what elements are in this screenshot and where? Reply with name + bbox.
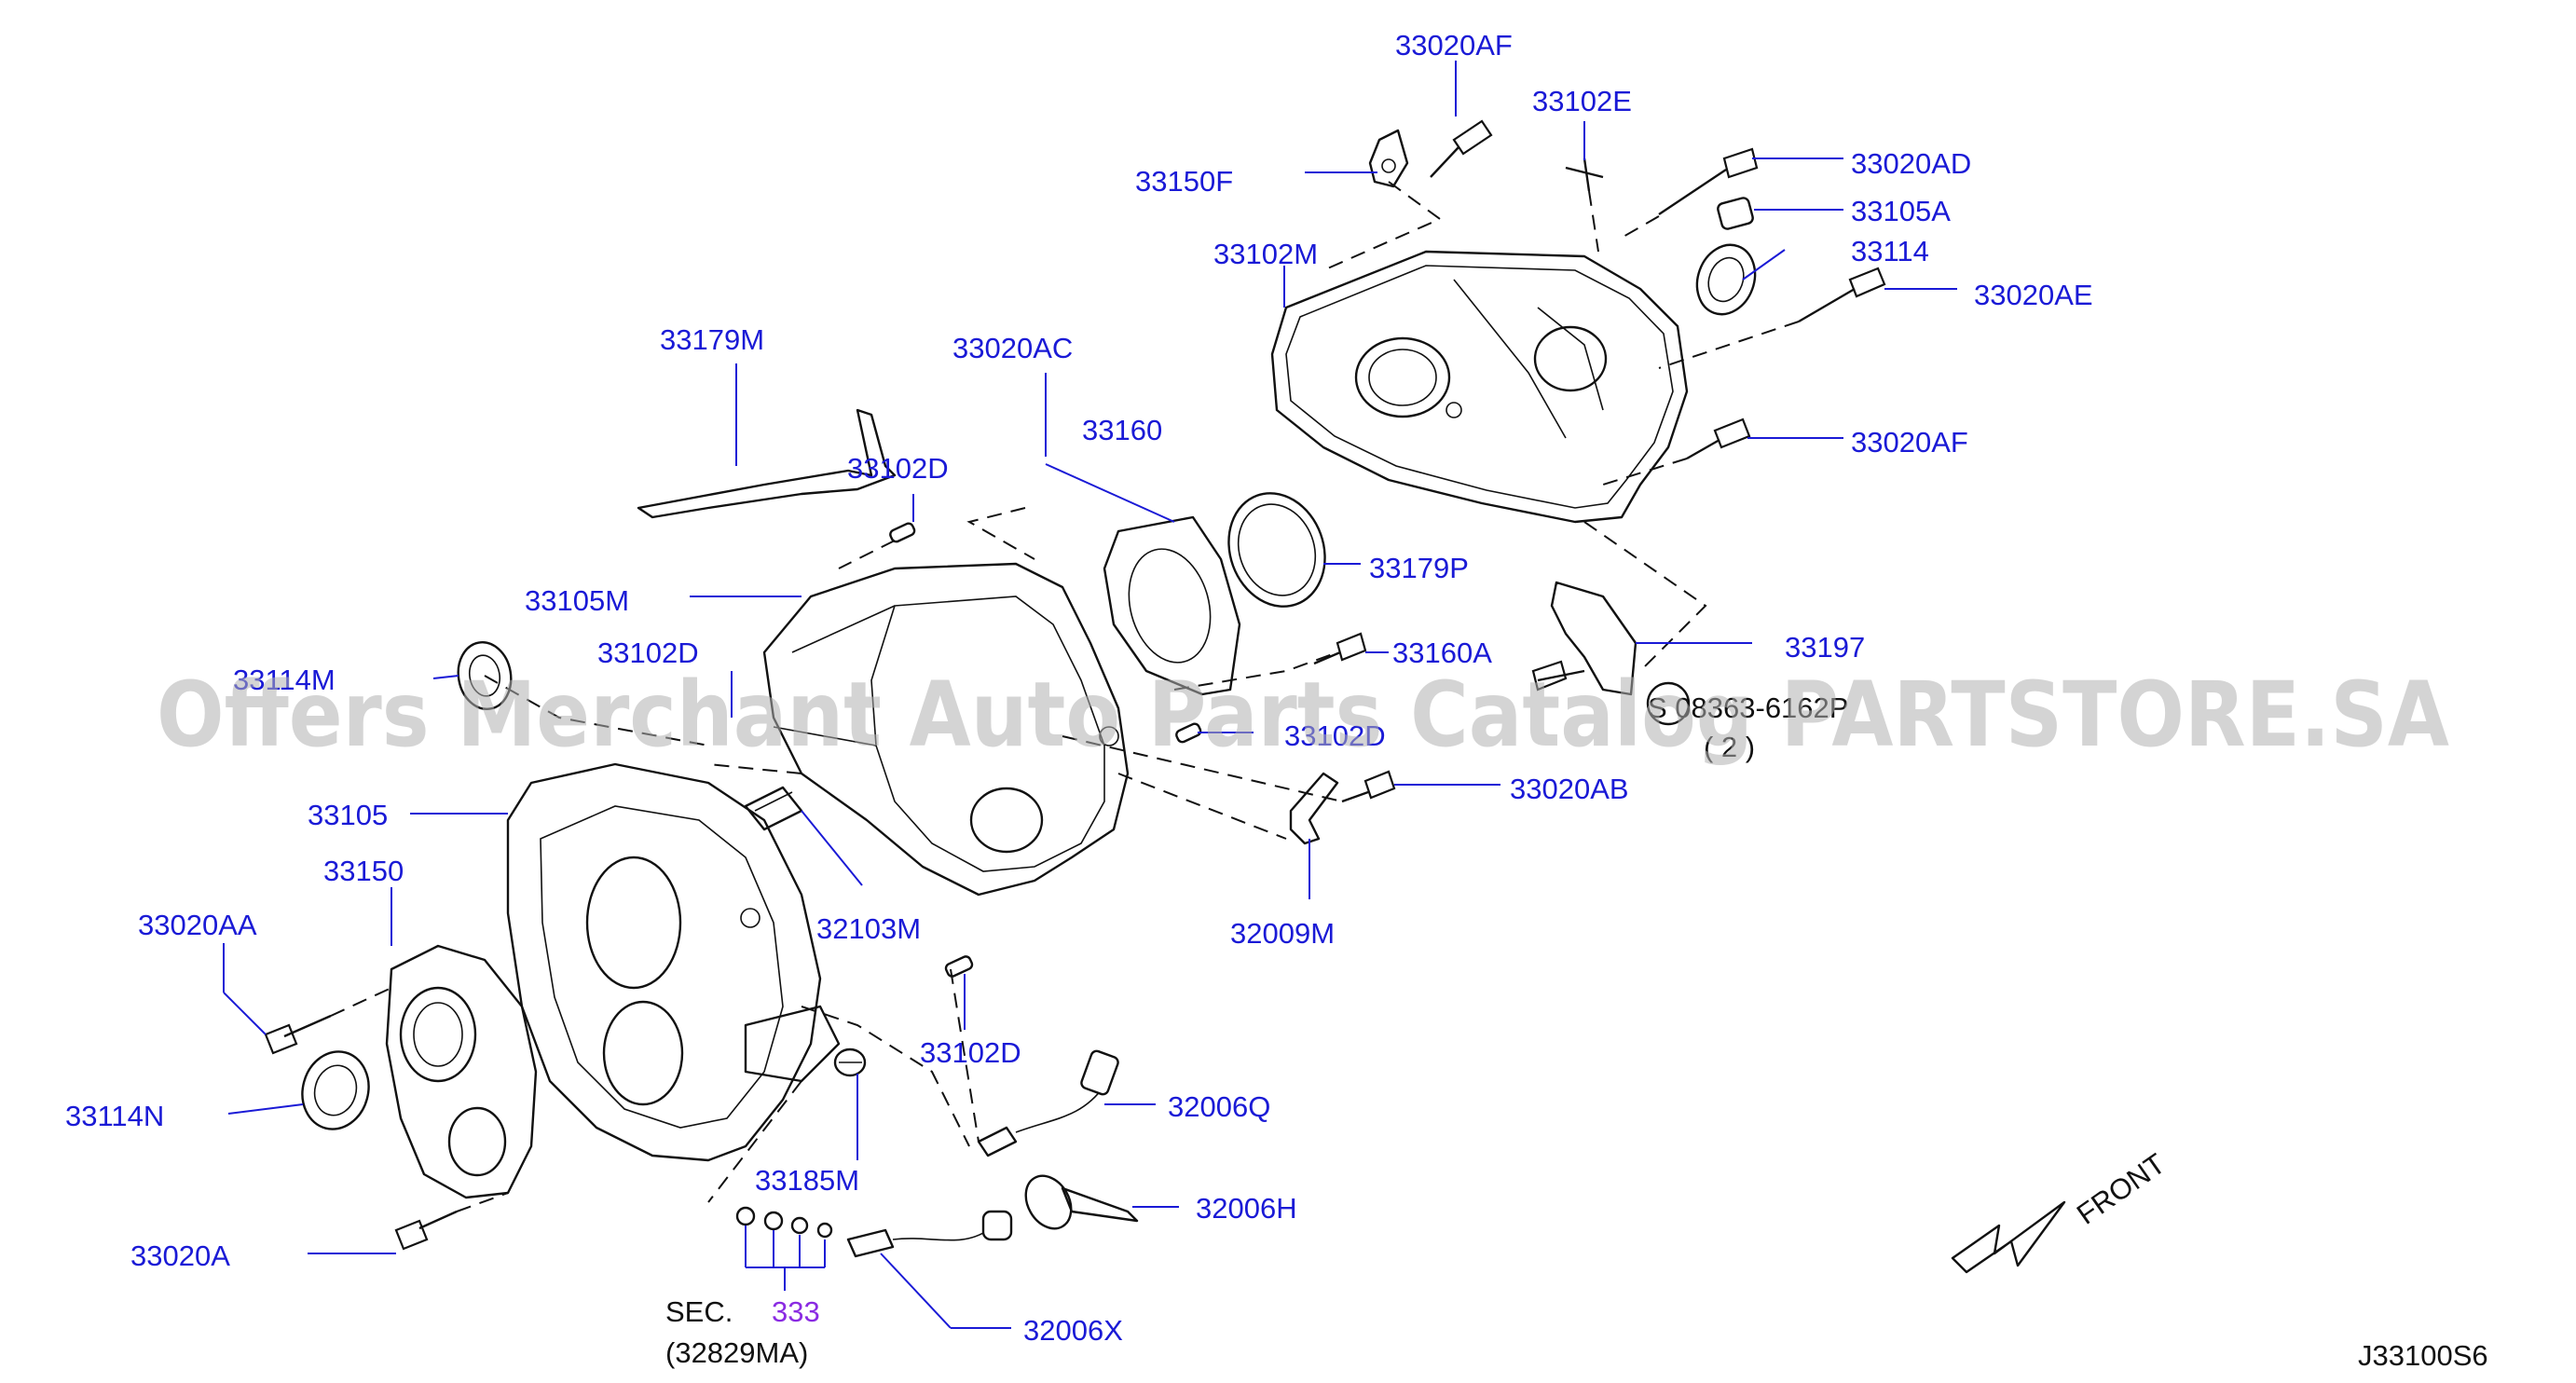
label-33020ad[interactable]: 33020AD bbox=[1851, 147, 1971, 180]
label-33020af-mid[interactable]: 33020AF bbox=[1851, 426, 1968, 459]
sensor-32006h bbox=[1024, 1174, 1139, 1230]
label-33020aa[interactable]: 33020AA bbox=[138, 909, 257, 941]
dowel-pin-33102d-a bbox=[889, 522, 916, 543]
label-33020a[interactable]: 33020A bbox=[130, 1239, 230, 1272]
label-32006q[interactable]: 32006Q bbox=[1168, 1090, 1270, 1123]
label-33020ae[interactable]: 33020AE bbox=[1974, 279, 2093, 311]
label-33102e[interactable]: 33102E bbox=[1532, 85, 1632, 117]
dowel-pin-33102d-d bbox=[944, 955, 974, 978]
extension-housing-33102m bbox=[1270, 250, 1689, 524]
leader-lines bbox=[223, 61, 1957, 1329]
label-32103m[interactable]: 32103M bbox=[816, 912, 921, 945]
section-number-link[interactable]: 333 bbox=[772, 1295, 820, 1328]
o-ring-set bbox=[735, 1206, 833, 1239]
label-33102m[interactable]: 33102M bbox=[1213, 238, 1318, 270]
label-33150[interactable]: 33150 bbox=[323, 855, 404, 887]
bolt-08363-6162p bbox=[1531, 660, 1691, 726]
bolt-33020ad bbox=[1658, 147, 1759, 215]
bolt-33020ab bbox=[1341, 770, 1396, 803]
section-prefix: SEC. bbox=[665, 1295, 733, 1328]
label-33160a[interactable]: 33160A bbox=[1392, 637, 1492, 669]
oil-seal-33114m bbox=[457, 641, 513, 710]
oil-seal-33114n bbox=[301, 1050, 370, 1130]
bolt-33020aa bbox=[264, 1014, 332, 1055]
label-33114n[interactable]: 33114N bbox=[65, 1100, 164, 1132]
label-33020ac[interactable]: 33020AC bbox=[952, 332, 1073, 364]
label-33020af-top[interactable]: 33020AF bbox=[1395, 29, 1513, 62]
front-label: FRONT bbox=[2071, 1147, 2172, 1231]
watermark: Offers Merchant Auto Parts Catalog PARTS… bbox=[157, 663, 2449, 767]
label-33105[interactable]: 33105 bbox=[308, 799, 388, 831]
label-32006h[interactable]: 32006H bbox=[1196, 1192, 1297, 1225]
label-s-qty: ( 2 ) bbox=[1704, 731, 1755, 763]
label-33114m[interactable]: 33114M bbox=[233, 664, 336, 696]
gasket-33160 bbox=[1103, 515, 1241, 696]
bolt-33020af-mid bbox=[1686, 418, 1751, 460]
bolt-33020ae bbox=[1798, 267, 1886, 323]
part-labels: 33020AF 33102E 33150F 33020AD 33105A 331… bbox=[65, 29, 2488, 1372]
label-33197[interactable]: 33197 bbox=[1785, 631, 1865, 664]
bolt-33020af-top bbox=[1430, 119, 1493, 178]
plug-33105a bbox=[1717, 197, 1754, 230]
bolt-33020a bbox=[394, 1210, 458, 1251]
plug-33185m bbox=[833, 1048, 867, 1077]
bracket-32009m bbox=[1289, 772, 1339, 845]
adapter-housing-33105m bbox=[762, 562, 1130, 897]
assembly-dashed-lines bbox=[330, 181, 1800, 1212]
bracket-33197 bbox=[1550, 581, 1637, 696]
front-arrow-icon bbox=[1951, 1200, 2066, 1274]
label-33102d-c[interactable]: 33102D bbox=[1284, 719, 1386, 752]
oil-seal-33114 bbox=[1695, 243, 1757, 316]
diagram-code: J33100S6 bbox=[2358, 1339, 2488, 1372]
label-33150f[interactable]: 33150F bbox=[1135, 165, 1233, 198]
label-32009m[interactable]: 32009M bbox=[1230, 917, 1335, 950]
label-33105a[interactable]: 33105A bbox=[1851, 195, 1951, 227]
plate-33150 bbox=[385, 944, 538, 1199]
section-sub: (32829MA) bbox=[665, 1336, 808, 1369]
label-32006x[interactable]: 32006X bbox=[1023, 1314, 1123, 1347]
label-33179m[interactable]: 33179M bbox=[660, 323, 764, 356]
label-s-08363-6162p[interactable]: S 08363-6162P bbox=[1648, 692, 1848, 724]
pin-33102e bbox=[1565, 157, 1604, 192]
label-33185m[interactable]: 33185M bbox=[755, 1164, 859, 1197]
label-33160[interactable]: 33160 bbox=[1082, 414, 1162, 446]
transfer-case-33105 bbox=[506, 762, 841, 1162]
bracket-33150f bbox=[1368, 129, 1409, 188]
label-33114[interactable]: 33114 bbox=[1851, 235, 1929, 267]
label-33102d-a[interactable]: 33102D bbox=[847, 452, 949, 485]
ring-33179p bbox=[1227, 492, 1326, 608]
sensor-32006x bbox=[846, 1210, 1013, 1258]
label-33179p[interactable]: 33179P bbox=[1369, 552, 1469, 584]
dowel-pin-33102d-b bbox=[1175, 722, 1202, 744]
label-33105m[interactable]: 33105M bbox=[525, 584, 629, 617]
breather-32103m bbox=[744, 786, 803, 831]
label-33102d-d[interactable]: 33102D bbox=[920, 1036, 1021, 1069]
label-33020ab[interactable]: 33020AB bbox=[1510, 773, 1629, 805]
sensor-32006q bbox=[977, 1049, 1119, 1157]
shift-rail-33179m bbox=[637, 408, 897, 519]
label-33102d-b[interactable]: 33102D bbox=[597, 637, 699, 669]
bolt-33160a bbox=[1313, 632, 1367, 665]
